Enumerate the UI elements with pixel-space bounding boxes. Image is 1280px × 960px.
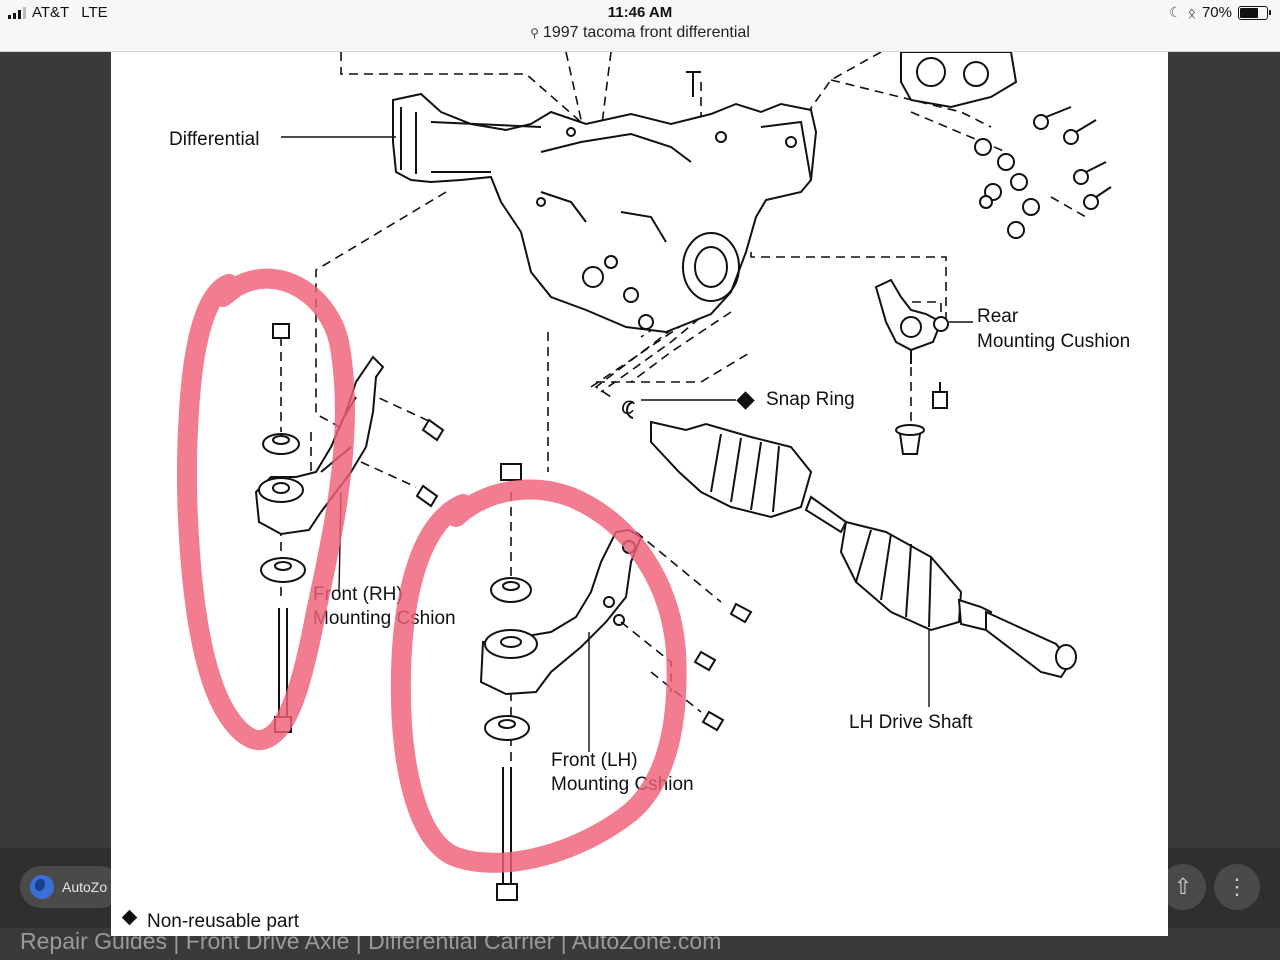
battery-icon bbox=[1238, 5, 1271, 20]
parts-diagram-image[interactable]: Differential Rear Mounting Cushion C Sna… bbox=[111, 52, 1168, 936]
globe-icon bbox=[30, 875, 54, 899]
moon-icon: ☾ bbox=[1169, 4, 1182, 20]
bluetooth-icon: ᛟ bbox=[1187, 4, 1196, 21]
signal-icon bbox=[8, 6, 26, 19]
label-snap-ring: Snap Ring bbox=[766, 389, 855, 410]
legend-diamond-icon bbox=[121, 909, 138, 926]
red-circle-annotation-lh bbox=[390, 479, 687, 873]
search-icon: ⚲ bbox=[530, 26, 539, 40]
network-type: LTE bbox=[81, 4, 108, 21]
red-circle-annotation-rh bbox=[177, 268, 355, 751]
label-snap-ring-letter: C bbox=[621, 398, 635, 419]
flange-and-bolts bbox=[900, 52, 1112, 239]
nonreusable-diamond-icon bbox=[736, 391, 755, 410]
differential-housing bbox=[392, 71, 818, 334]
label-rear-cushion-line2: Mounting Cushion bbox=[977, 331, 1130, 352]
status-icons: ☾ ᛟ 70% bbox=[1169, 4, 1271, 21]
lh-drive-shaft-part bbox=[626, 401, 1077, 679]
label-front-lh-line2: Mounting Cshion bbox=[551, 774, 694, 795]
front-lh-mount-part bbox=[479, 463, 753, 901]
label-lh-drive-shaft: LH Drive Shaft bbox=[849, 712, 973, 733]
more-vert-icon: ⋮ bbox=[1226, 874, 1248, 899]
share-icon: ⇧ bbox=[1173, 874, 1193, 899]
url-bar[interactable]: ⚲1997 tacoma front differential bbox=[0, 24, 1280, 42]
label-front-lh-line1: Front (LH) bbox=[551, 750, 638, 771]
label-differential: Differential bbox=[169, 129, 259, 150]
label-front-rh-line1: Front (RH) bbox=[313, 584, 403, 605]
ios-status-bar: AT&T LTE 11:46 AM ☾ ᛟ 70% ⚲1997 tacoma f… bbox=[0, 0, 1280, 52]
search-query: 1997 tacoma front differential bbox=[542, 24, 750, 41]
diagram-svg: Differential Rear Mounting Cushion C Sna… bbox=[121, 52, 1130, 932]
label-legend: Non-reusable part bbox=[147, 911, 300, 932]
label-front-rh-line2: Mounting Cshion bbox=[313, 608, 456, 629]
source-chip[interactable]: AutoZo bbox=[20, 866, 122, 908]
carrier-info: AT&T LTE bbox=[8, 4, 108, 21]
carrier-name: AT&T bbox=[32, 4, 70, 21]
more-options-button[interactable]: ⋮ bbox=[1214, 864, 1260, 910]
label-rear-cushion-line1: Rear bbox=[977, 306, 1019, 327]
rear-mounting-cushion-part bbox=[874, 278, 949, 455]
source-site: AutoZo bbox=[62, 879, 108, 895]
battery-fill bbox=[1240, 7, 1259, 18]
battery-percent: 70% bbox=[1201, 4, 1232, 21]
clock: 11:46 AM bbox=[607, 4, 673, 21]
